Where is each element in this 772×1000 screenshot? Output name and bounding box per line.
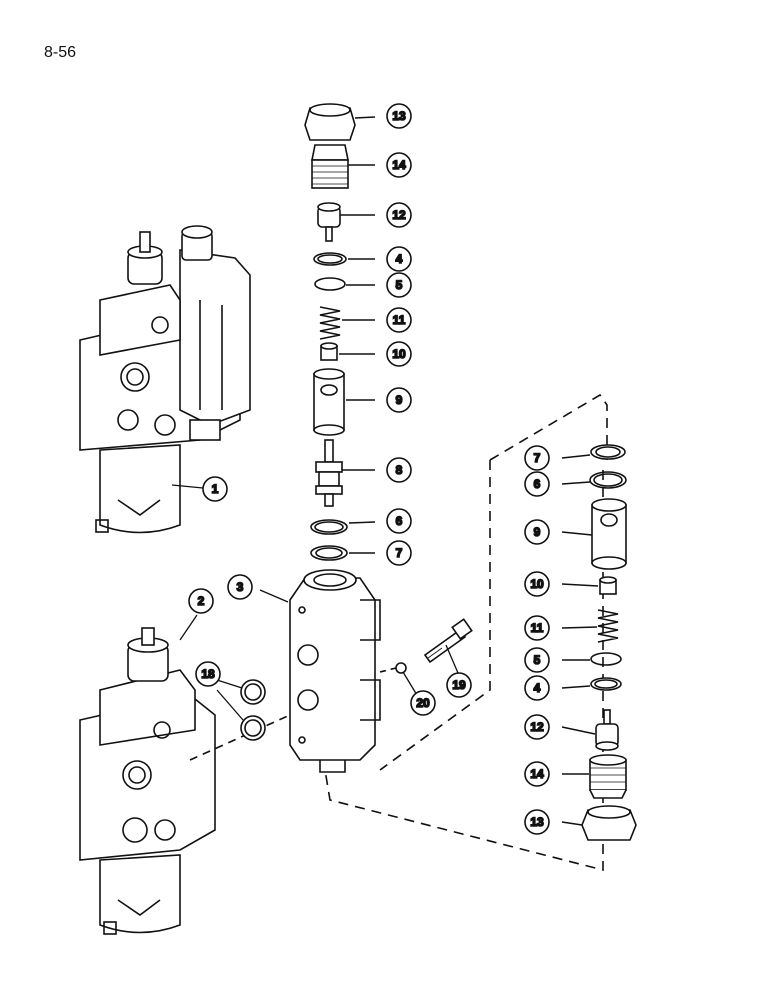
svg-text:13: 13 [530, 815, 544, 829]
callout-4-right: 4 [524, 675, 550, 701]
callout-8: 8 [386, 457, 412, 483]
parts-stack-centre [304, 103, 376, 561]
callout-1: 1 [202, 476, 228, 502]
callout-13-top: 13 [386, 103, 412, 129]
svg-text:18: 18 [201, 667, 215, 681]
svg-text:13: 13 [392, 109, 406, 123]
svg-text:14: 14 [392, 158, 406, 172]
svg-text:6: 6 [534, 477, 541, 491]
callout-12-right: 12 [524, 714, 550, 740]
callout-12-top: 12 [386, 202, 412, 228]
svg-text:11: 11 [393, 313, 406, 327]
valve-assembly-1 [79, 225, 251, 534]
svg-text:1: 1 [212, 482, 219, 496]
svg-text:9: 9 [534, 525, 541, 539]
svg-text:4: 4 [396, 252, 403, 266]
callout-20: 20 [410, 690, 436, 716]
callout-18: 18 [195, 661, 221, 687]
callout-7-centre: 7 [386, 540, 412, 566]
valve-assembly-2 [79, 614, 291, 935]
callout-10-top: 10 [386, 341, 412, 367]
callout-13-right: 13 [524, 809, 550, 835]
svg-text:20: 20 [416, 696, 430, 710]
parts-stack-right [561, 444, 637, 841]
callout-5-top: 5 [386, 272, 412, 298]
svg-text:12: 12 [392, 208, 406, 222]
callout-6-right: 6 [524, 471, 550, 497]
alternate-parts-boundary [324, 393, 608, 872]
page-number: 8-56 [44, 44, 77, 61]
svg-text:3: 3 [237, 580, 244, 594]
callout-5-right: 5 [524, 647, 550, 673]
callout-3: 3 [227, 574, 253, 600]
svg-text:14: 14 [530, 767, 544, 781]
svg-text:5: 5 [396, 278, 403, 292]
callout-6-centre: 6 [386, 508, 412, 534]
svg-text:10: 10 [530, 577, 544, 591]
callout-7-right: 7 [524, 445, 550, 471]
callout-11-top: 11 [386, 307, 412, 333]
callout-19: 19 [446, 672, 472, 698]
svg-text:8: 8 [396, 463, 403, 477]
callout-9-top: 9 [386, 387, 412, 413]
callout-9-right: 9 [524, 519, 550, 545]
svg-text:6: 6 [396, 514, 403, 528]
callout-11-right: 11 [524, 615, 550, 641]
svg-text:9: 9 [396, 393, 403, 407]
callout-10-right: 10 [524, 571, 550, 597]
svg-text:4: 4 [534, 681, 541, 695]
svg-text:12: 12 [530, 720, 544, 734]
svg-text:7: 7 [396, 546, 403, 560]
svg-text:10: 10 [392, 347, 406, 361]
callout-14-right: 14 [524, 761, 550, 787]
svg-text:2: 2 [198, 594, 205, 608]
svg-text:5: 5 [534, 653, 541, 667]
svg-text:7: 7 [534, 451, 541, 465]
valve-section-housing-3 [259, 569, 381, 773]
callout-14-top: 14 [386, 152, 412, 178]
seals-and-fasteners [216, 618, 473, 741]
callout-2: 2 [188, 588, 214, 614]
svg-text:11: 11 [531, 621, 544, 635]
callout-4-top: 4 [386, 246, 412, 272]
svg-text:19: 19 [452, 678, 466, 692]
